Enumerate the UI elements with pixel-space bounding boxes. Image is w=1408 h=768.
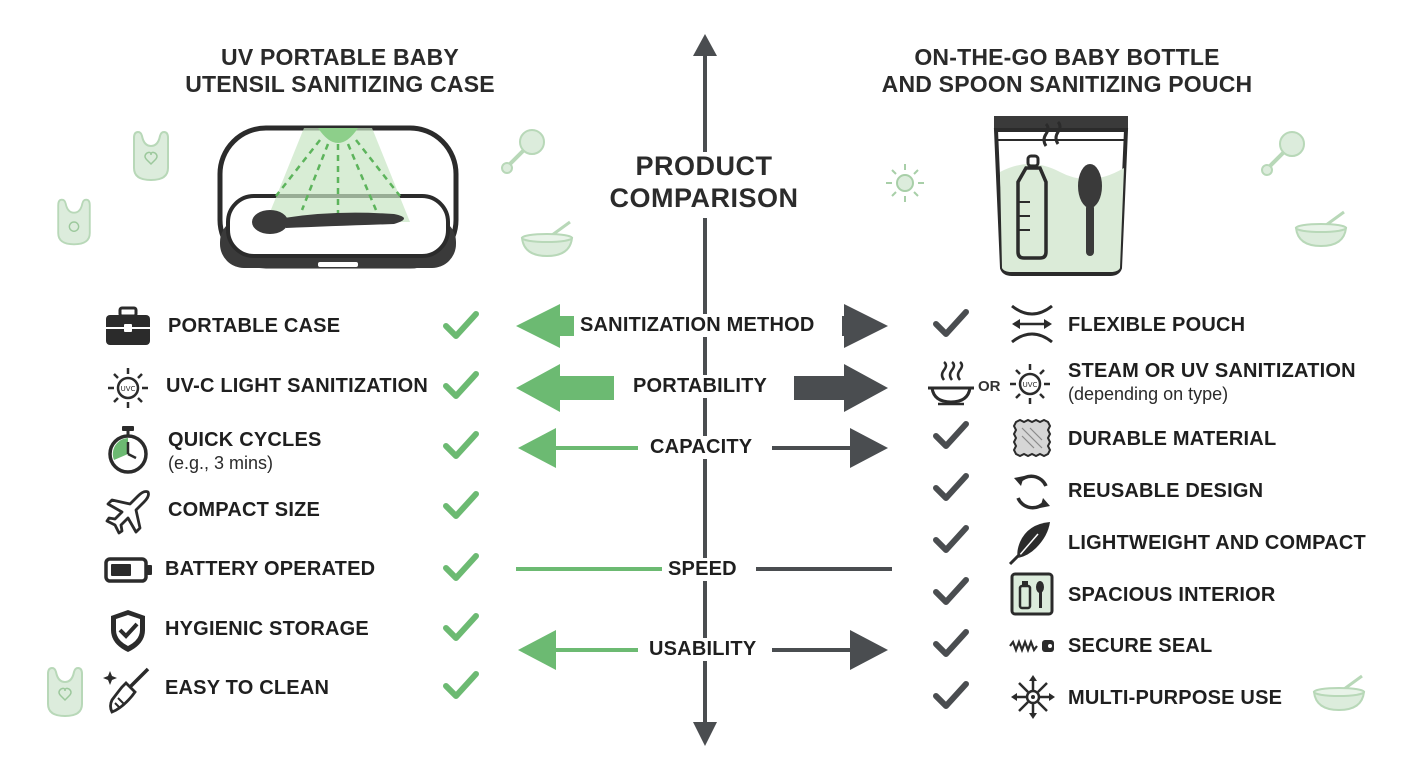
category-usability: USABILITY — [643, 638, 763, 661]
left-feature-label: BATTERY OPERATED — [165, 558, 376, 580]
speed-lines — [516, 567, 892, 571]
steam-icon — [928, 361, 974, 406]
battery-icon — [104, 557, 152, 583]
bib-icon — [47, 666, 83, 718]
right-feature-sublabel: (depending on type) — [1068, 384, 1229, 404]
capacity-arrows — [518, 428, 888, 468]
right-feature-label: REUSABLE DESIGN — [1068, 480, 1264, 502]
bowl-icon — [1294, 210, 1348, 248]
category-speed: SPEED — [662, 558, 743, 581]
uv-light-icon: UVC — [1010, 364, 1050, 404]
pouch-illustration — [993, 116, 1129, 276]
bib-icon — [133, 130, 169, 182]
right-feature-label: DURABLE MATERIAL — [1068, 428, 1277, 450]
left-feature-label: HYGIENIC STORAGE — [165, 618, 369, 640]
recycle-icon — [1014, 474, 1050, 510]
category-capacity: CAPACITY — [644, 436, 759, 459]
uv-case-illustration — [217, 125, 459, 269]
usability-arrows — [518, 630, 888, 670]
right-title-line2: AND SPOON SANITIZING POUCH — [881, 71, 1253, 97]
portability-arrows — [516, 364, 888, 412]
left-title-line1: UV PORTABLE BABY — [221, 44, 459, 70]
zipper-icon — [1009, 638, 1054, 654]
stopwatch-icon — [108, 426, 148, 474]
bib-icon — [57, 198, 91, 246]
left-feature-label: COMPACT SIZE — [168, 499, 321, 521]
center-title: PRODUCT COMPARISON — [578, 150, 830, 214]
bowl-icon — [520, 220, 574, 258]
right-feature-label: STEAM OR UV SANITIZATION — [1068, 360, 1356, 382]
left-feature-label: UV-C LIGHT SANITIZATION — [166, 375, 428, 397]
right-product-title: ON-THE-GO BABY BOTTLE AND SPOON SANITIZI… — [852, 44, 1282, 98]
feather-icon — [1008, 522, 1050, 566]
rattle-icon — [501, 129, 545, 174]
airplane-icon — [105, 490, 150, 535]
center-title-line1: PRODUCT — [635, 151, 773, 181]
uv-light-icon: UVC — [108, 368, 148, 408]
shield-check-icon — [111, 610, 145, 652]
bottle-box-icon — [1010, 572, 1054, 616]
right-title-line1: ON-THE-GO BABY BOTTLE — [914, 44, 1220, 70]
fabric-icon — [1012, 418, 1052, 458]
sun-icon — [886, 164, 924, 202]
left-title-line2: UTENSIL SANITIZING CASE — [185, 71, 495, 97]
right-feature-label: MULTI-PURPOSE USE — [1068, 687, 1283, 709]
bowl-icon — [1312, 674, 1366, 712]
right-feature-label: SPACIOUS INTERIOR — [1068, 584, 1276, 606]
left-checkmarks — [443, 311, 479, 699]
center-title-line2: COMPARISON — [609, 183, 799, 213]
right-feature-label: LIGHTWEIGHT AND COMPACT — [1068, 532, 1366, 554]
left-feature-label: EASY TO CLEAN — [165, 677, 330, 699]
left-feature-sublabel: (e.g., 3 mins) — [168, 453, 274, 473]
right-checkmarks — [933, 309, 969, 709]
right-feature-label: SECURE SEAL — [1068, 635, 1213, 657]
svg-text:UVC: UVC — [121, 385, 136, 393]
briefcase-icon — [106, 306, 150, 345]
right-feature-label: FLEXIBLE POUCH — [1068, 314, 1246, 336]
multi-arrow-icon — [1011, 675, 1055, 719]
left-product-title: UV PORTABLE BABY UTENSIL SANITIZING CASE — [150, 44, 530, 98]
rattle-icon — [1261, 131, 1305, 176]
left-feature-label: PORTABLE CASE — [168, 315, 341, 337]
category-sanitization-method: SANITIZATION METHOD — [574, 314, 821, 337]
sanitization-arrows — [516, 304, 888, 348]
svg-text:UVC: UVC — [1023, 381, 1038, 389]
category-portability: PORTABILITY — [627, 375, 774, 398]
flex-arrows-icon — [1011, 304, 1053, 344]
or-label: OR — [978, 378, 1001, 395]
broom-icon — [103, 667, 150, 714]
left-feature-label: QUICK CYCLES — [168, 429, 322, 451]
